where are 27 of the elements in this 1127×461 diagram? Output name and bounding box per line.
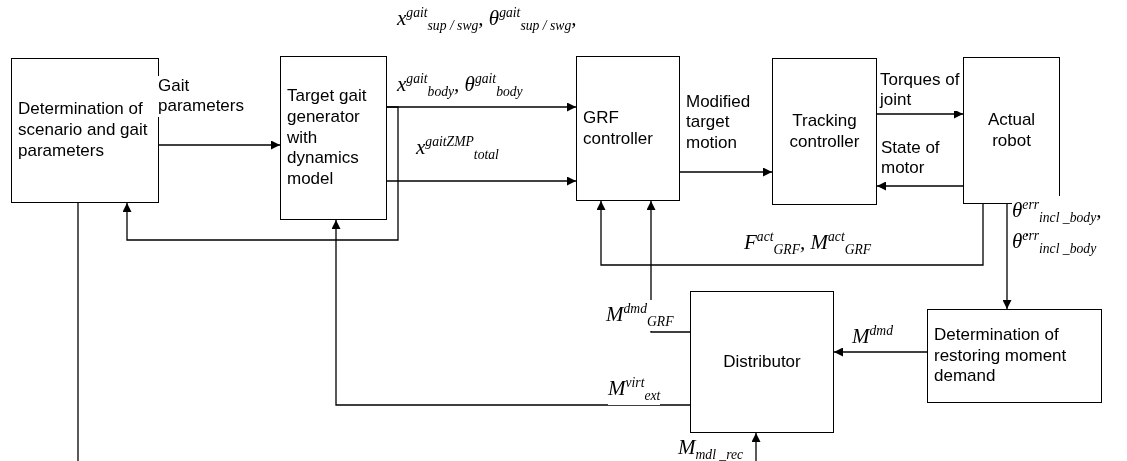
process-box [927,309,1102,403]
box-label: Actual robot [986,109,1037,152]
process-box [576,56,680,201]
box-label: Determination of restoring moment demand [934,324,1068,388]
arrow [158,140,281,150]
box-label: Determination of scenario and gait parameters [18,99,149,162]
arrow [1002,203,1012,310]
box-label: Tracking controller [788,110,861,153]
process-box [963,57,1060,204]
arrow [331,219,691,406]
arrow [833,347,928,357]
process-box [772,58,877,205]
process-box [690,291,834,433]
box-label: GRF controller [583,107,654,150]
arrow [122,106,399,241]
edge-label: Torques of joint [880,70,960,111]
signal-label: x$^{gait}$$_{sup / swg}$, θ$^{gait}$$_{sup / swg}$, [397,4,577,35]
arrow [876,109,964,119]
arrow [596,200,984,266]
arrow [386,176,577,186]
process-box [11,58,159,203]
arrow [679,167,773,177]
box-label: Target gait generator with dynamics model [287,86,368,190]
arrow [751,432,761,461]
box-label: Distributor [722,351,802,373]
process-box [280,56,387,220]
arrow [876,181,964,191]
